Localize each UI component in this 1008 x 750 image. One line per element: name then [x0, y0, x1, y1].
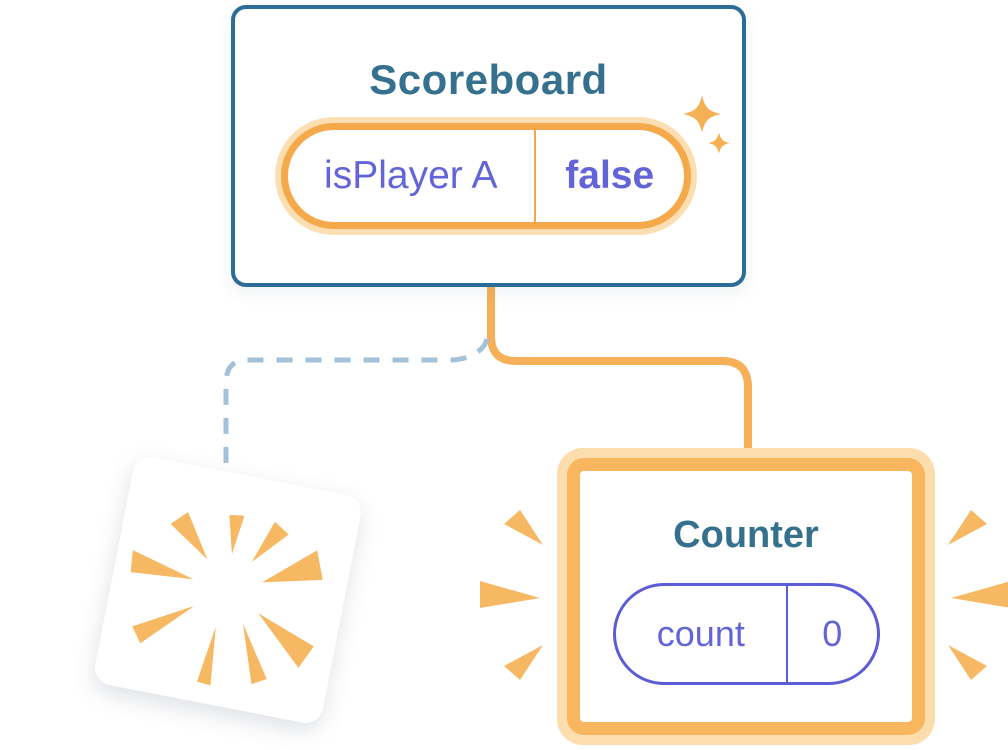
counter-card-inner: Counter count 0	[567, 458, 925, 735]
scoreboard-state-pill: isPlayer A false	[275, 117, 697, 235]
state-name-label: isPlayer A	[324, 154, 498, 197]
counter-component-card: Counter count 0	[557, 448, 935, 745]
counter-title: Counter	[673, 514, 819, 556]
solid-connector-line	[487, 286, 752, 452]
scoreboard-component-card: Scoreboard isPlayer A false	[231, 5, 746, 287]
scoreboard-title: Scoreboard	[369, 56, 608, 103]
burst-icon	[130, 511, 323, 686]
dashed-connector-line	[223, 338, 490, 463]
count-value-label: 0	[822, 613, 843, 654]
pill-divider	[785, 586, 788, 682]
state-value-label: false	[565, 154, 655, 197]
counter-state-pill: count 0	[613, 583, 880, 685]
removed-component-card	[91, 453, 365, 727]
pill-divider	[533, 130, 536, 222]
count-name-label: count	[656, 613, 745, 654]
scoreboard-state-pill-inner: isPlayer A false	[281, 123, 691, 229]
